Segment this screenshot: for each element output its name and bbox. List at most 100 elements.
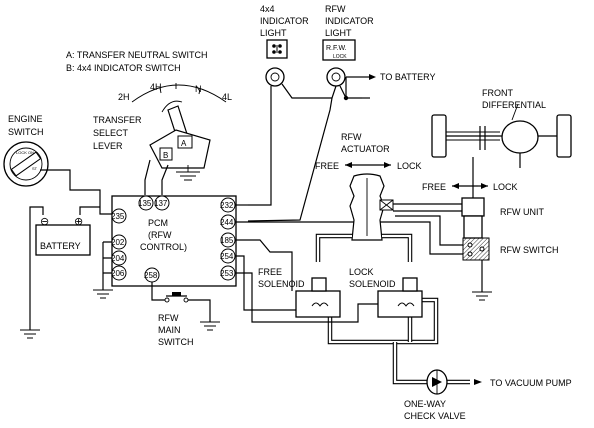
svg-text:235: 235 (111, 212, 125, 221)
lever-pos-2h: 2H (118, 92, 130, 102)
svg-text:ACTUATOR: ACTUATOR (341, 144, 390, 154)
svg-text:FREE: FREE (258, 267, 282, 277)
svg-text:⊖: ⊖ (40, 216, 49, 228)
svg-text:(RFW: (RFW (148, 230, 172, 240)
rfw-actuator-label: RFW ACTUATOR (341, 132, 390, 154)
svg-text:4x4: 4x4 (260, 4, 275, 14)
rfw-main-switch-icon (164, 292, 189, 303)
engine-switch-label: ENGINE SWITCH (8, 114, 44, 137)
battery-icon: ⊖ ⊕ BATTERY (35, 216, 91, 256)
svg-text:244: 244 (220, 218, 234, 227)
svg-text:INDICATOR: INDICATOR (260, 16, 309, 26)
one-way-check-valve (426, 369, 448, 395)
svg-text:SOLENOID: SOLENOID (349, 279, 396, 289)
to-battery-label: TO BATTERY (380, 72, 436, 82)
to-battery-arrow (362, 74, 376, 80)
rfw-indicator-bulb (326, 67, 346, 87)
lever-position-labels: 2H 4H N 4L (118, 82, 232, 102)
svg-text:254: 254 (220, 252, 234, 261)
svg-text:SWITCH: SWITCH (8, 127, 44, 137)
lever-pos-4h: 4H (150, 82, 162, 92)
svg-text:SWITCH: SWITCH (158, 337, 194, 347)
pcm-pin-244: 244 (220, 214, 236, 230)
svg-text:LOCK: LOCK (493, 182, 518, 192)
pcm-pin-235: 235 (111, 208, 127, 224)
svg-text:INDICATOR: INDICATOR (325, 16, 374, 26)
4x4-indicator-bulb (265, 67, 285, 87)
battery-label: BATTERY (40, 241, 81, 251)
svg-text:LIGHT: LIGHT (260, 28, 287, 38)
pcm-pin-135: 135 (138, 195, 154, 211)
svg-text:ONE-WAY: ONE-WAY (404, 399, 446, 409)
check-valve-label: ONE-WAY CHECK VALVE (404, 399, 466, 421)
to-vacuum-pump-label: TO VACUUM PUMP (490, 378, 572, 388)
to-vacuum-pump-arrow (474, 379, 482, 385)
rfw-lamp-icon: R.F.W. LOCK (322, 39, 356, 61)
svg-text:202: 202 (111, 238, 125, 247)
actuator-free-lock-arrows: FREE LOCK (315, 161, 422, 171)
svg-text:LOCK ON: LOCK ON (16, 150, 34, 155)
rfw-actuator (349, 173, 394, 241)
rfw-unit-label: RFW UNIT (500, 207, 544, 217)
unit-free-lock-arrows: FREE LOCK (422, 182, 518, 192)
svg-text:R.F.W.: R.F.W. (326, 45, 347, 52)
svg-text:135: 135 (138, 199, 152, 208)
svg-text:137: 137 (154, 199, 168, 208)
pcm-pin-254: 254 (220, 248, 236, 264)
svg-text:PCM: PCM (148, 218, 168, 228)
lever-pos-n: N (195, 84, 202, 94)
rfw-switch-label: RFW SWITCH (500, 245, 559, 255)
svg-text:RFW: RFW (341, 132, 362, 142)
svg-text:LOCK: LOCK (333, 54, 347, 60)
svg-text:LOCK: LOCK (349, 267, 374, 277)
svg-text:SELECT: SELECT (93, 128, 129, 138)
svg-text:⊕: ⊕ (74, 216, 83, 228)
svg-text:185: 185 (220, 236, 234, 245)
svg-text:MAIN: MAIN (158, 325, 181, 335)
svg-text:ST: ST (32, 166, 38, 171)
pcm-pin-232: 232 (220, 197, 236, 213)
svg-text:232: 232 (220, 201, 234, 210)
svg-text:FRONT: FRONT (482, 88, 513, 98)
svg-text:FREE: FREE (422, 182, 446, 192)
free-solenoid (295, 277, 341, 318)
svg-text:TRANSFER: TRANSFER (93, 115, 142, 125)
legend-b: B: 4x4 INDICATOR SWITCH (66, 63, 181, 73)
lock-solenoid-label: LOCK SOLENOID (349, 267, 396, 289)
pcm-pin-137: 137 (154, 195, 170, 211)
legend-a: A: TRANSFER NEUTRAL SWITCH (66, 50, 208, 60)
rfw-main-switch-label: RFW MAIN SWITCH (158, 313, 194, 347)
lever-pos-4l: 4L (222, 92, 232, 102)
switch-a-label: A (181, 139, 187, 148)
pcm-pin-253: 253 (220, 265, 236, 281)
4x4-lamp-icon (266, 39, 288, 59)
pcm-pin-204: 204 (111, 250, 127, 266)
svg-text:RFW: RFW (158, 313, 179, 323)
svg-text:LEVER: LEVER (93, 141, 123, 151)
svg-text:LIGHT: LIGHT (325, 28, 352, 38)
svg-text:206: 206 (111, 269, 125, 278)
free-solenoid-label: FREE SOLENOID (258, 267, 305, 289)
ignition-key-icon: LOCK ON ST (3, 141, 49, 187)
pcm-pin-206: 206 (111, 265, 127, 281)
svg-text:DIFFERENTIAL: DIFFERENTIAL (482, 100, 546, 110)
rfw-switch-icon (462, 237, 490, 261)
svg-text:RFW: RFW (325, 4, 346, 14)
svg-text:SOLENOID: SOLENOID (258, 279, 305, 289)
pcm-module: PCM (RFW CONTROL) (111, 195, 237, 287)
lock-solenoid (377, 277, 423, 318)
svg-text:CONTROL): CONTROL) (140, 242, 187, 252)
svg-text:258: 258 (144, 271, 158, 280)
pcm-pin-202: 202 (111, 234, 127, 250)
indicator-rfw-label: RFW INDICATOR LIGHT (325, 4, 374, 38)
pcm-pin-185: 185 (220, 232, 236, 248)
transfer-lever-label: TRANSFER SELECT LEVER (93, 115, 142, 151)
switch-b-label: B (163, 151, 168, 160)
svg-text:CHECK VALVE: CHECK VALVE (404, 411, 466, 421)
rfw-unit (393, 157, 485, 239)
pcm-pin-258: 258 (144, 267, 160, 283)
vacuum-hoses (315, 233, 470, 385)
front-differential-label: FRONT DIFFERENTIAL (482, 88, 546, 110)
svg-text:204: 204 (111, 254, 125, 263)
